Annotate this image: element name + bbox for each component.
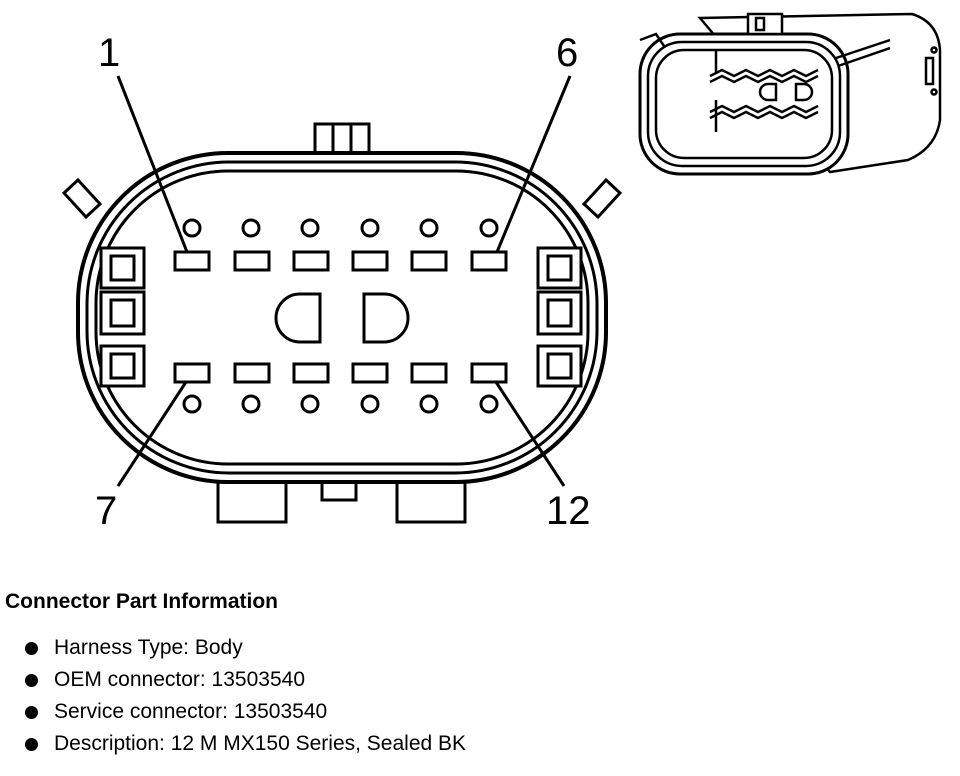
info-title: Connector Part Information xyxy=(5,590,279,613)
terminal-5 xyxy=(410,250,448,272)
connector-3d-view xyxy=(638,12,942,176)
connector-part-information: Connector Part Information Harness Type:… xyxy=(5,588,466,760)
terminal-4 xyxy=(351,250,389,272)
list-item: Service connector: 13503540 xyxy=(5,696,466,728)
terminal-3 xyxy=(292,250,330,272)
bullet-icon xyxy=(25,674,38,687)
terminal-10 xyxy=(351,362,389,384)
leader-lines xyxy=(116,75,572,487)
bullet-icon xyxy=(25,706,38,719)
list-item: OEM connector: 13503540 xyxy=(5,664,466,696)
pin-label-6: 6 xyxy=(556,31,578,75)
right-side-locks xyxy=(536,246,583,388)
terminal-1 xyxy=(173,250,211,272)
terminal-7 xyxy=(173,362,211,384)
connector-body xyxy=(76,151,608,484)
bottom-row-holes xyxy=(182,394,499,414)
oem-connector: OEM connector: 13503540 xyxy=(54,668,305,691)
service-connector: Service connector: 13503540 xyxy=(54,700,328,723)
harness-type: Harness Type: Body xyxy=(54,636,243,659)
terminal-12 xyxy=(470,362,508,384)
bullet-icon xyxy=(25,642,38,655)
side-tabs xyxy=(61,177,623,220)
terminal-6 xyxy=(470,250,508,272)
center-keys xyxy=(274,292,410,344)
terminal-2 xyxy=(233,250,271,272)
list-item: Description: 12 M MX150 Series, Sealed B… xyxy=(5,728,466,760)
list-item: Harness Type: Body xyxy=(5,632,466,664)
bullet-icon xyxy=(25,738,38,751)
top-row-terminals xyxy=(173,250,508,272)
bottom-row-terminals xyxy=(173,362,508,384)
left-side-locks xyxy=(99,246,146,388)
pin-label-12: 12 xyxy=(546,489,591,533)
top-row-holes xyxy=(182,218,499,238)
pin-label-1: 1 xyxy=(98,31,120,75)
terminal-8 xyxy=(233,362,271,384)
terminal-11 xyxy=(410,362,448,384)
terminal-9 xyxy=(292,362,330,384)
connector-diagram: 1 6 7 12 xyxy=(61,12,942,533)
info-list: Harness Type: Body OEM connector: 135035… xyxy=(5,632,466,760)
description: Description: 12 M MX150 Series, Sealed B… xyxy=(54,732,467,755)
pin-label-7: 7 xyxy=(95,489,117,533)
